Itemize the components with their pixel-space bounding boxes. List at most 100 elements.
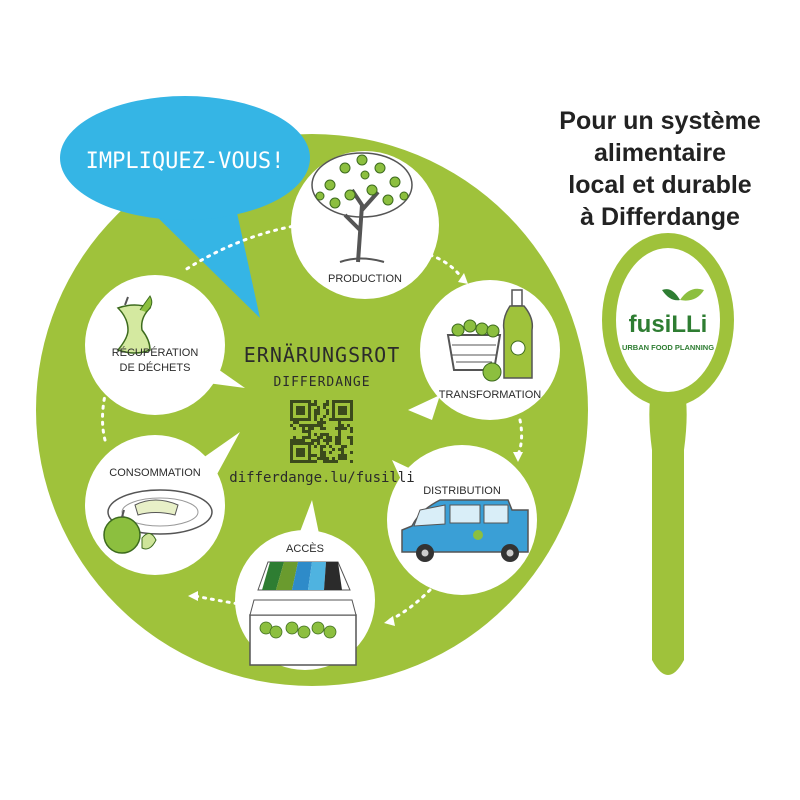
qr-module — [323, 415, 326, 418]
market-stall-icon — [249, 561, 357, 666]
qr-code — [288, 398, 358, 463]
qr-module — [323, 433, 326, 436]
qr-module — [290, 409, 293, 412]
qr-module — [341, 418, 344, 421]
qr-module — [293, 400, 296, 403]
headline-line-3: local et durable — [568, 171, 752, 199]
qr-module — [332, 403, 335, 406]
qr-module — [332, 400, 335, 403]
qr-module — [332, 409, 335, 412]
qr-module — [296, 406, 299, 409]
qr-module — [329, 460, 332, 463]
qr-module — [290, 403, 293, 406]
qr-module — [347, 418, 350, 421]
qr-module — [344, 427, 347, 430]
qr-module — [311, 439, 314, 442]
qr-module — [290, 439, 293, 442]
qr-module — [302, 451, 305, 454]
qr-module — [338, 442, 341, 445]
qr-module — [296, 418, 299, 421]
qr-module — [302, 427, 305, 430]
qr-module — [338, 421, 341, 424]
qr-module — [338, 439, 341, 442]
qr-module — [299, 418, 302, 421]
qr-module — [335, 439, 338, 442]
qr-module — [350, 406, 353, 409]
qr-module — [290, 451, 293, 454]
qr-module — [332, 406, 335, 409]
center-title: ERNÄRUNGSROT — [244, 343, 401, 367]
qr-module — [341, 448, 344, 451]
distribution-label: DISTRIBUTION — [423, 485, 501, 497]
recuperation-label-line1: RÉCUPÉRATION — [112, 346, 199, 359]
qr-module — [296, 409, 299, 412]
qr-module — [326, 433, 329, 436]
qr-module — [299, 448, 302, 451]
qr-module — [320, 427, 323, 430]
qr-module — [299, 442, 302, 445]
qr-module — [302, 454, 305, 457]
qr-module — [350, 439, 353, 442]
qr-module — [344, 418, 347, 421]
qr-module — [290, 424, 293, 427]
qr-module — [290, 445, 293, 448]
qr-module — [308, 424, 311, 427]
qr-module — [338, 448, 341, 451]
qr-module — [338, 424, 341, 427]
qr-module — [338, 457, 341, 460]
qr-module — [293, 421, 296, 424]
qr-module — [293, 418, 296, 421]
qr-module — [305, 400, 308, 403]
qr-module — [302, 424, 305, 427]
qr-module — [317, 436, 320, 439]
qr-module — [317, 457, 320, 460]
qr-module — [344, 454, 347, 457]
qr-module — [290, 418, 293, 421]
center-url: differdange.lu/fusilli — [229, 470, 414, 486]
qr-module — [335, 436, 338, 439]
qr-module — [296, 400, 299, 403]
qr-module — [308, 448, 311, 451]
qr-module — [341, 400, 344, 403]
qr-module — [308, 457, 311, 460]
qr-module — [338, 454, 341, 457]
qr-module — [308, 460, 311, 463]
qr-module — [350, 427, 353, 430]
qr-module — [290, 460, 293, 463]
qr-module — [338, 433, 341, 436]
logo-tagline: URBAN FOOD PLANNING — [622, 343, 714, 352]
qr-module — [344, 406, 347, 409]
qr-module — [314, 424, 317, 427]
qr-module — [344, 400, 347, 403]
qr-module — [326, 403, 329, 406]
qr-module — [314, 400, 317, 403]
qr-module — [299, 454, 302, 457]
qr-module — [347, 436, 350, 439]
qr-module — [314, 439, 317, 442]
qr-module — [341, 409, 344, 412]
qr-module — [293, 442, 296, 445]
qr-module — [302, 436, 305, 439]
qr-module — [299, 400, 302, 403]
qr-module — [350, 412, 353, 415]
qr-module — [317, 439, 320, 442]
qr-module — [296, 448, 299, 451]
qr-module — [341, 406, 344, 409]
qr-module — [305, 424, 308, 427]
qr-module — [311, 424, 314, 427]
qr-module — [299, 451, 302, 454]
acces-label: ACCÈS — [286, 542, 324, 555]
qr-module — [308, 400, 311, 403]
qr-module — [338, 400, 341, 403]
qr-module — [338, 409, 341, 412]
qr-module — [344, 445, 347, 448]
qr-module — [317, 442, 320, 445]
qr-module — [308, 436, 311, 439]
qr-module — [323, 460, 326, 463]
qr-module — [296, 454, 299, 457]
qr-module — [311, 454, 314, 457]
qr-module — [302, 418, 305, 421]
qr-module — [332, 457, 335, 460]
qr-module — [329, 439, 332, 442]
qr-module — [323, 457, 326, 460]
